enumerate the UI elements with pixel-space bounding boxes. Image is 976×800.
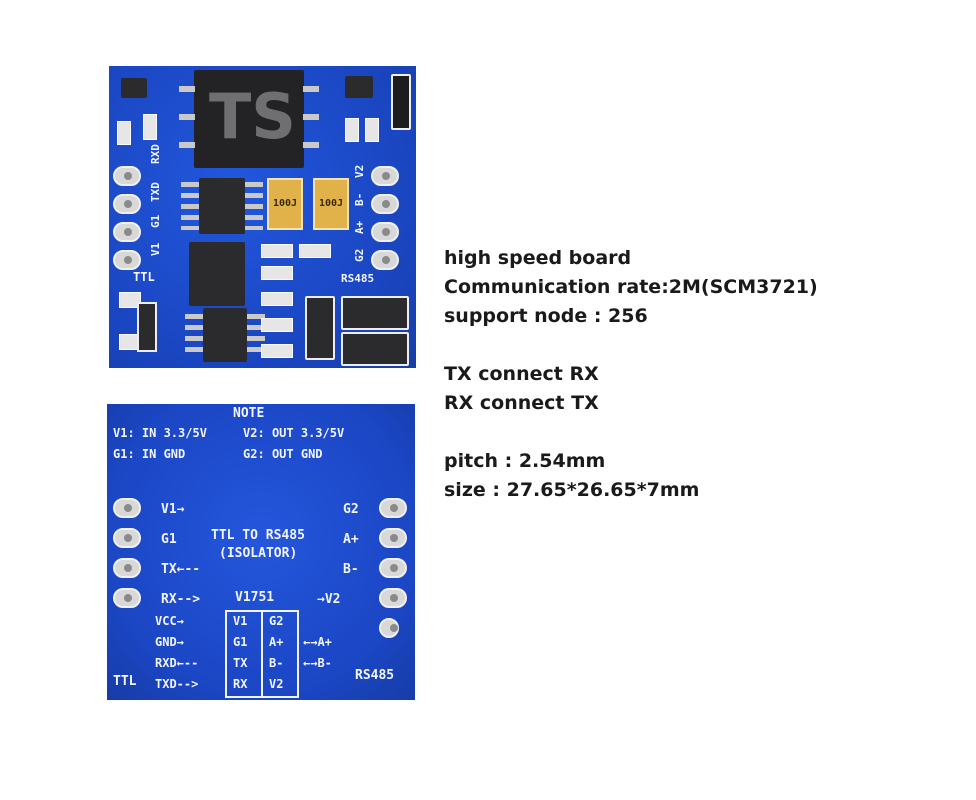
spec-comm-rate: Communication rate:2M(SCM3721) [444, 276, 818, 298]
module-left-tx: TX [233, 656, 248, 670]
pin-rx: RX--> [161, 592, 201, 607]
spec-rx-connect: RX connect TX [444, 392, 599, 414]
label-txd: TXD [149, 182, 162, 202]
diode-2 [341, 296, 409, 330]
diode-1 [305, 296, 335, 360]
ic-upper [199, 178, 245, 234]
label-ttl-bottom: TTL [113, 674, 137, 689]
label-b-minus: B- [353, 192, 366, 206]
module-right-a-plus: A+ [269, 635, 284, 649]
pin-v2: →V2 [317, 592, 341, 607]
ic-lower [203, 308, 247, 362]
note-line-1: V1: IN 3.3/5V V2: OUT 3.3/5V [113, 426, 345, 440]
transformer [194, 70, 304, 168]
pin-b-minus: B- [343, 562, 359, 577]
module-right-g2: G2 [269, 614, 284, 628]
module-right-v2: V2 [269, 677, 284, 691]
ic-middle [189, 242, 245, 306]
pin-a-plus: A+ [343, 532, 359, 547]
capacitor-2: 100J [313, 178, 349, 230]
spec-text: high speed board Communication rate:2M(S… [444, 244, 818, 505]
label-a-plus: A+ [353, 220, 366, 234]
label-g1: G1 [149, 214, 162, 228]
signal-b-minus: ←→B- [303, 656, 332, 670]
pcb-bottom-photo: NOTE V1: IN 3.3/5V V2: OUT 3.3/5V G1: IN… [107, 404, 415, 700]
spec-pitch: pitch : 2.54mm [444, 450, 606, 472]
label-v2: V2 [353, 164, 366, 178]
pin-g1: G1 [161, 532, 177, 547]
spec-size: size : 27.65*26.65*7mm [444, 479, 700, 501]
label-ttl-top: TTL [133, 270, 155, 284]
signal-vcc: VCC→ [155, 614, 184, 628]
capacitor-1: 100J [267, 178, 303, 230]
diode-3 [341, 332, 409, 366]
label-rs485-bottom: RS485 [355, 668, 395, 683]
label-rs485-top: RS485 [341, 272, 375, 285]
module-name: V1751 [235, 590, 275, 605]
spec-tx-connect: TX connect RX [444, 363, 599, 385]
logo-watermark: TS [209, 80, 296, 153]
signal-rxd: RXD←-- [155, 656, 199, 670]
signal-a-plus: ←→A+ [303, 635, 332, 649]
module-left-rx: RX [233, 677, 248, 691]
module-left-g1: G1 [233, 635, 248, 649]
pin-tx: TX←-- [161, 562, 201, 577]
module-right-b-minus: B- [269, 656, 284, 670]
label-rxd: RXD [149, 144, 162, 164]
module-left-v1: V1 [233, 614, 248, 628]
signal-gnd: GND→ [155, 635, 184, 649]
note-line-2: G1: IN GND G2: OUT GND [113, 447, 323, 461]
center-subtitle: (ISOLATOR) [219, 546, 298, 561]
spec-support-node: support node : 256 [444, 305, 648, 327]
spec-high-speed: high speed board [444, 247, 632, 269]
label-g2: G2 [353, 248, 366, 262]
label-v1: V1 [149, 242, 162, 256]
note-title: NOTE [233, 406, 265, 421]
pin-g2: G2 [343, 502, 359, 517]
center-title: TTL TO RS485 [211, 528, 305, 543]
pin-v1: V1→ [161, 502, 185, 517]
signal-txd: TXD--> [155, 677, 199, 691]
pcb-top-photo: TS RXD TXD G1 V1 TTL V2 B- A+ G2 RS485 1… [109, 66, 416, 368]
